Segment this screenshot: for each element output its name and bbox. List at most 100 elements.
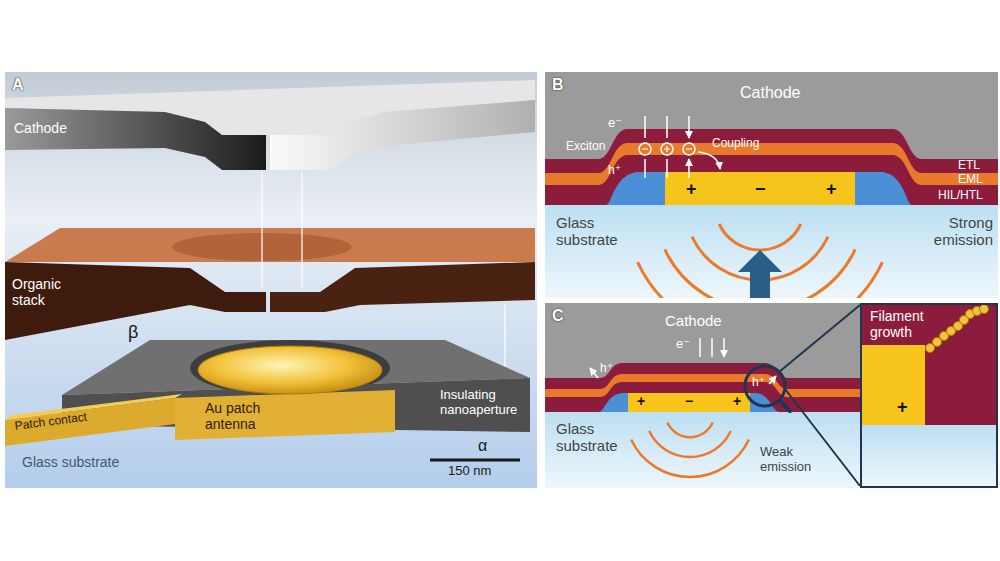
cathode-layer [545, 303, 998, 488]
charge-sign: + [637, 394, 645, 409]
carrier-label: e⁻ [608, 116, 622, 131]
scale-label: 150 nm [448, 464, 491, 479]
coupling-arrow [698, 152, 720, 169]
electron-arrow [700, 338, 724, 357]
label-anchor: h⁺ [600, 362, 613, 376]
label-anchor: HIL/HTL [938, 189, 983, 202]
layer-label: ETL [958, 159, 980, 172]
inset-title: Filament growth [870, 308, 940, 340]
label-anchor: α [478, 437, 487, 455]
layer-label: Cathode [740, 84, 801, 102]
layer-label: Cathode [665, 312, 722, 329]
label-anchor: e⁻ [608, 116, 622, 131]
layer-label: Glass substrate [556, 214, 646, 249]
label-anchor: Glass substrate [556, 420, 646, 455]
label-anchor: e⁻ [676, 337, 690, 352]
gold-disk [198, 346, 382, 394]
label-anchor: Glass substrate [22, 454, 119, 470]
panel-letter: B [552, 76, 564, 94]
label-anchor: − [755, 180, 766, 200]
label-anchor: − [685, 394, 693, 409]
label-anchor: + [733, 394, 741, 409]
label-anchor: Exciton [566, 140, 605, 154]
part-label: Patch contact [14, 411, 88, 434]
label-anchor: Cathode [665, 312, 722, 329]
panel: B [545, 72, 998, 298]
emission-label: Weak emission [760, 445, 822, 475]
cathode-layer [545, 72, 998, 298]
label-anchor: Weak emission [760, 445, 822, 475]
angle-symbol: β [128, 322, 138, 343]
hole-arrow [645, 159, 689, 178]
label-anchor: Patch contact [14, 411, 88, 434]
layer-label: EML [958, 173, 983, 186]
organic-top-surface [5, 228, 535, 262]
label-anchor: + [686, 180, 697, 200]
etl-layer [545, 129, 998, 298]
htl-layer [545, 155, 998, 298]
panel-c-art [545, 303, 998, 488]
charge-sign: + [897, 398, 908, 418]
cathode-right-piece [270, 100, 535, 170]
label-anchor: Strong emission [905, 214, 993, 249]
panel-b-art [545, 72, 998, 298]
layer-label: Cathode [14, 120, 67, 136]
panel: A [5, 72, 537, 488]
gold-electrode [665, 172, 855, 205]
label-anchor: EML [958, 173, 983, 186]
label-anchor: Au patch antenna [205, 400, 305, 432]
insulator [606, 172, 912, 205]
label-anchor: + [637, 394, 645, 409]
label-anchor: h⁺ [752, 376, 765, 390]
layer-label: Glass substrate [556, 420, 646, 455]
filament-bead [980, 305, 989, 314]
gold-electrode [628, 393, 750, 412]
label-anchor: + [897, 398, 908, 418]
angle-symbol: α [478, 437, 487, 455]
label-anchor: + [826, 180, 837, 200]
patch-front [175, 390, 395, 440]
filament-beads [926, 305, 989, 353]
layer-label: Organic stack [12, 276, 82, 308]
part-label: Au patch antenna [205, 400, 305, 432]
charge-sign: − [685, 394, 693, 409]
layer-label: Glass substrate [22, 454, 119, 470]
patch-contact-strip [5, 398, 175, 446]
label-anchor: Insulating nanoaperture [440, 388, 528, 418]
carrier-label: e⁻ [676, 337, 690, 352]
label-anchor: Coupling [712, 137, 759, 151]
carrier-label: Exciton [566, 140, 605, 154]
emission-label: Strong emission [905, 214, 993, 249]
label-anchor: h⁺ [608, 164, 621, 178]
hole-arrow [590, 368, 598, 378]
label-anchor: Cathode [14, 120, 67, 136]
carrier-label: h⁺ [600, 362, 613, 376]
emission-arrow [738, 250, 782, 298]
htl-closeup [860, 303, 998, 425]
charge-sign: + [686, 180, 697, 200]
label-anchor: Organic stack [12, 276, 82, 308]
cathode-left-piece [5, 108, 266, 170]
label-anchor: 150 nm [448, 464, 491, 479]
organic-right-piece [270, 262, 535, 312]
label-anchor: ETL [958, 159, 980, 172]
charge-sign [642, 146, 692, 152]
glass-closeup [860, 425, 998, 488]
carrier-label: h⁺ [608, 164, 621, 178]
process-label: Coupling [712, 137, 759, 151]
eml-layer [545, 143, 998, 298]
zoom-inset: Filament growth [860, 303, 998, 488]
charge-sign: + [733, 394, 741, 409]
electrode-corner [860, 345, 925, 425]
hole-arrow [769, 376, 776, 384]
label-anchor: Cathode [740, 84, 801, 102]
magnifier-handle [780, 401, 790, 411]
label-anchor: β [128, 322, 138, 343]
emission-wave [638, 224, 883, 298]
panel-letter: C [552, 307, 564, 325]
panel-letter: A [12, 76, 24, 94]
panel-background [5, 72, 537, 488]
glass-substrate [545, 205, 998, 298]
